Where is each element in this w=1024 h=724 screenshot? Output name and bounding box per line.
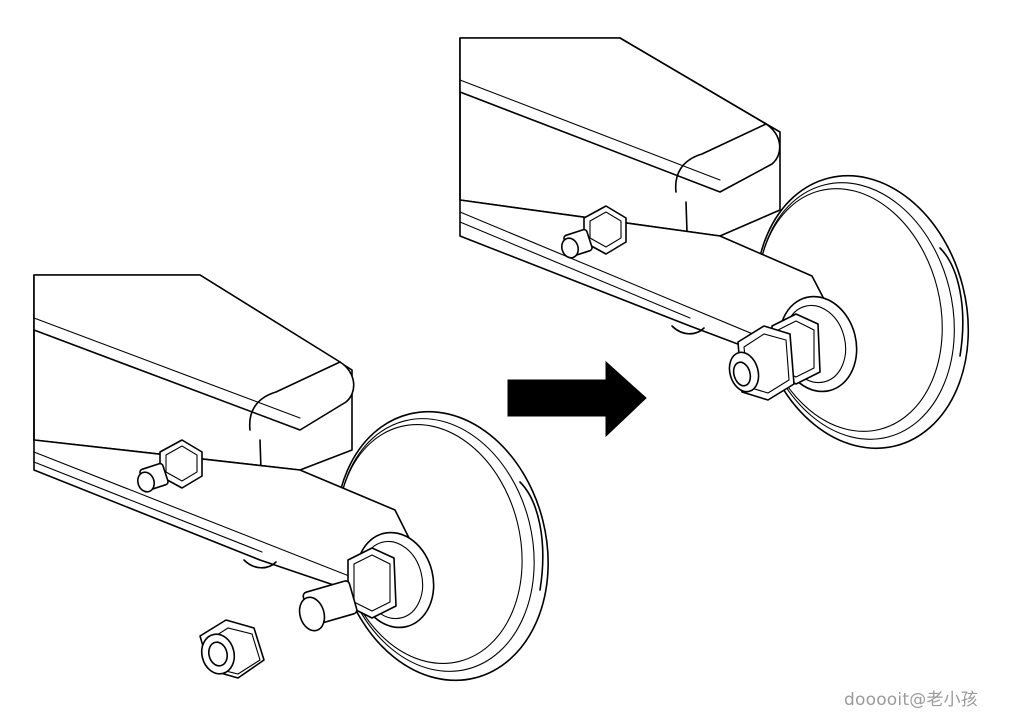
square-tube-before [33, 274, 355, 501]
axle-assembly-after [728, 295, 858, 401]
before-panel [33, 274, 549, 682]
side-bolt-before [136, 439, 203, 493]
transition-arrow [507, 360, 647, 438]
after-panel [459, 37, 970, 450]
axle-assembly-before [298, 531, 435, 632]
lock-nut-loose [199, 619, 265, 679]
side-bolt-after [560, 205, 627, 259]
watermark-text: dooooit@老小孩 [844, 690, 978, 710]
